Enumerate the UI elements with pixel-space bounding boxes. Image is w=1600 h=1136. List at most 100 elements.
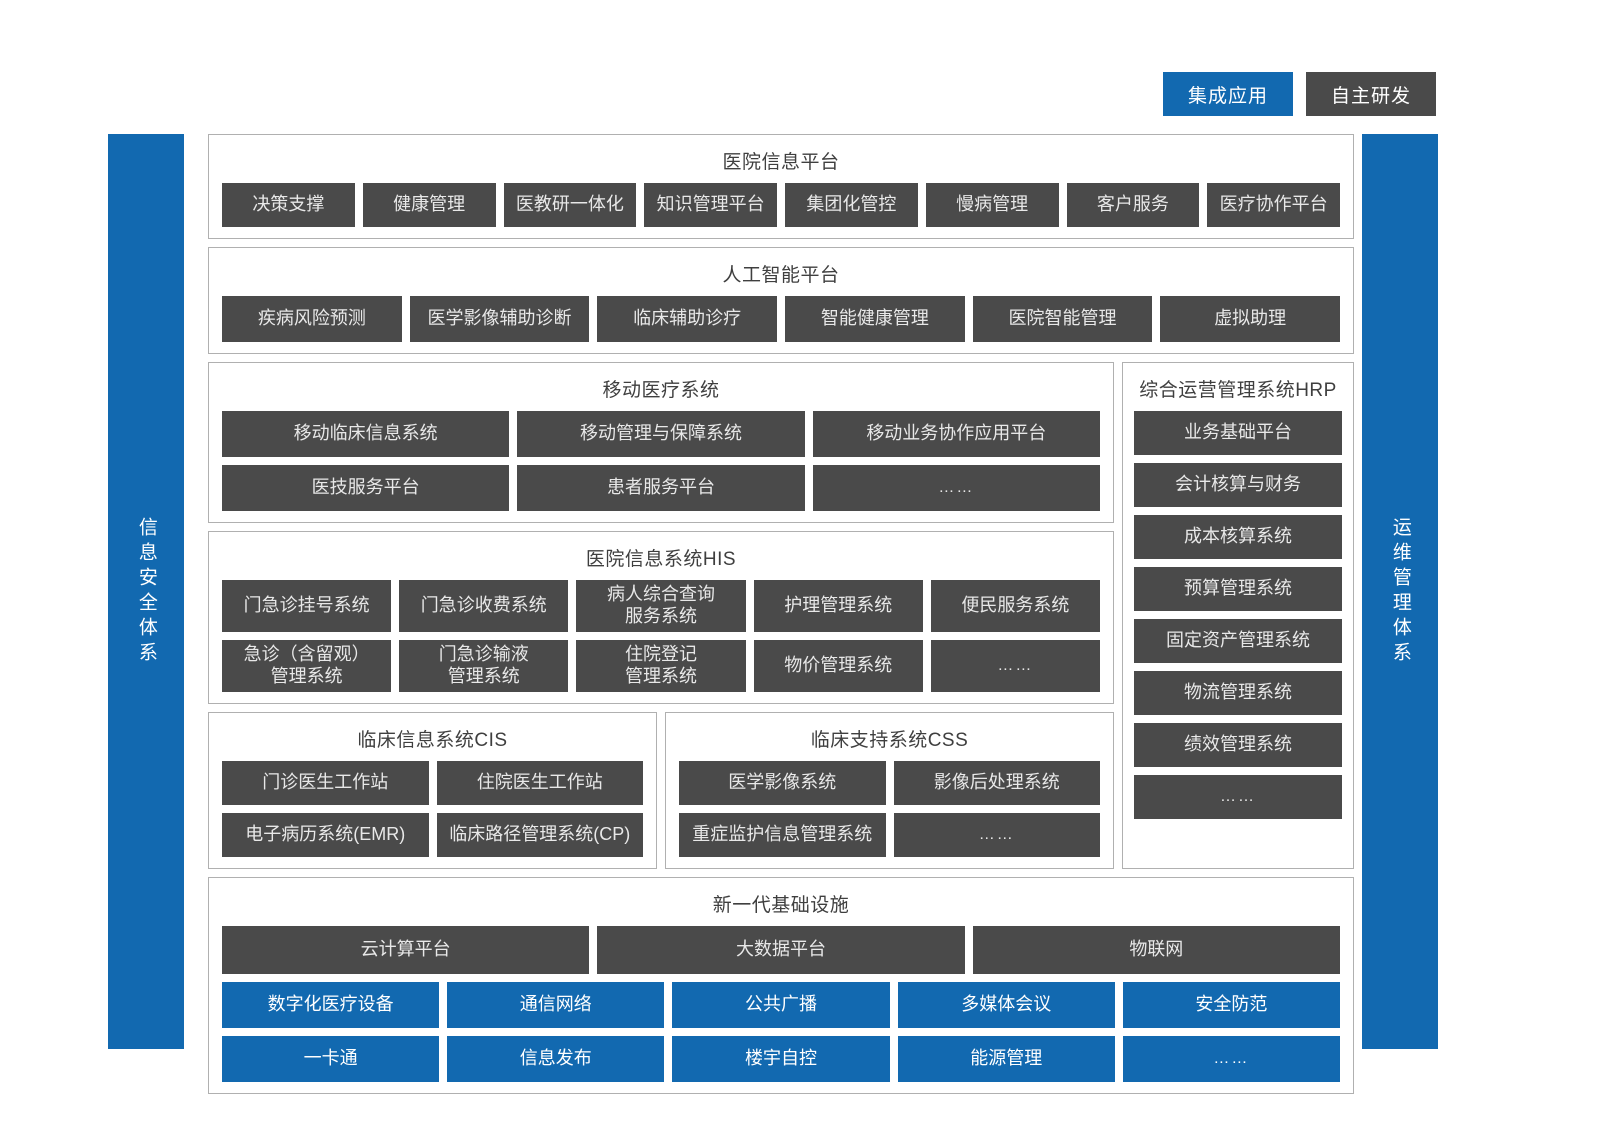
module-box[interactable]: 慢病管理 bbox=[925, 183, 1059, 227]
module-box[interactable]: 医学影像辅助诊断 bbox=[409, 296, 590, 342]
item-row: 疾病风险预测 医学影像辅助诊断 临床辅助诊疗 智能健康管理 医院智能管理 虚拟助… bbox=[222, 296, 1341, 342]
section-mobile-medical: 移动医疗系统 移动临床信息系统 移动管理与保障系统 移动业务协作应用平台 医技服… bbox=[208, 362, 1114, 523]
module-box[interactable]: 疾病风险预测 bbox=[222, 296, 402, 342]
module-box[interactable]: 医教研一体化 bbox=[503, 183, 637, 227]
module-box[interactable]: 固定资产管理系统 bbox=[1134, 619, 1342, 663]
module-box[interactable]: 住院登记 管理系统 bbox=[576, 640, 746, 692]
item-row: 急诊（含留观） 管理系统 门急诊输液 管理系统 住院登记 管理系统 物价管理系统… bbox=[222, 640, 1101, 692]
module-box[interactable]: 预算管理系统 bbox=[1134, 567, 1342, 611]
module-box[interactable]: 公共广播 bbox=[672, 982, 890, 1028]
module-box-ellipsis[interactable]: …… bbox=[1134, 775, 1342, 819]
section-title: 医院信息平台 bbox=[722, 152, 840, 173]
module-box[interactable]: 影像后处理系统 bbox=[893, 761, 1100, 805]
module-box[interactable]: 大数据平台 bbox=[597, 926, 965, 974]
module-box[interactable]: 移动管理与保障系统 bbox=[517, 411, 805, 457]
middle-left-column: 移动医疗系统 移动临床信息系统 移动管理与保障系统 移动业务协作应用平台 医技服… bbox=[208, 362, 1114, 869]
module-box-ellipsis[interactable]: …… bbox=[893, 813, 1100, 857]
module-box[interactable]: 物流管理系统 bbox=[1134, 671, 1342, 715]
item-row: 移动临床信息系统 移动管理与保障系统 移动业务协作应用平台 bbox=[222, 411, 1100, 457]
rail-operation-maintenance-system: 运维管理体系 bbox=[1362, 134, 1438, 1049]
legend-item-integrated-application: 集成应用 bbox=[1163, 72, 1293, 116]
module-box[interactable]: 一卡通 bbox=[222, 1036, 440, 1082]
main-column: 医院信息平台 决策支撑 健康管理 医教研一体化 知识管理平台 集团化管控 慢病管… bbox=[208, 134, 1354, 1094]
section-ai-platform: 人工智能平台 疾病风险预测 医学影像辅助诊断 临床辅助诊疗 智能健康管理 医院智… bbox=[208, 247, 1354, 354]
module-box[interactable]: 物联网 bbox=[972, 926, 1340, 974]
module-box[interactable]: 临床辅助诊疗 bbox=[597, 296, 778, 342]
module-box[interactable]: 楼宇自控 bbox=[672, 1036, 890, 1082]
section-title: 医院信息系统HIS bbox=[585, 549, 737, 570]
module-box[interactable]: 移动临床信息系统 bbox=[222, 411, 510, 457]
module-box[interactable]: 急诊（含留观） 管理系统 bbox=[222, 640, 392, 692]
module-box[interactable]: 医疗协作平台 bbox=[1207, 183, 1340, 227]
hrp-item-list: 业务基础平台 会计核算与财务 成本核算系统 预算管理系统 固定资产管理系统 物流… bbox=[1134, 411, 1342, 857]
module-box[interactable]: 医学影像系统 bbox=[679, 761, 886, 805]
module-box[interactable]: 重症监护信息管理系统 bbox=[679, 813, 886, 857]
section-title: 临床信息系统CIS bbox=[357, 730, 508, 751]
module-box[interactable]: 门急诊收费系统 bbox=[399, 580, 569, 632]
legend-label: 自主研发 bbox=[1330, 85, 1411, 107]
module-box[interactable]: 知识管理平台 bbox=[644, 183, 777, 227]
module-box[interactable]: 多媒体会议 bbox=[897, 982, 1115, 1028]
module-box[interactable]: 医技服务平台 bbox=[222, 465, 510, 511]
module-box[interactable]: 临床路径管理系统(CP) bbox=[436, 813, 643, 857]
section-hospital-info-platform: 医院信息平台 决策支撑 健康管理 医教研一体化 知识管理平台 集团化管控 慢病管… bbox=[208, 134, 1354, 239]
module-box[interactable]: 虚拟助理 bbox=[1160, 296, 1341, 342]
module-box-ellipsis[interactable]: …… bbox=[930, 640, 1101, 692]
cis-css-row: 临床信息系统CIS 门诊医生工作站 住院医生工作站 电子病历系统(EMR) 临床… bbox=[208, 712, 1114, 869]
module-box[interactable]: 便民服务系统 bbox=[930, 580, 1101, 632]
module-box[interactable]: 病人综合查询 服务系统 bbox=[576, 580, 746, 632]
item-row: 重症监护信息管理系统 …… bbox=[679, 813, 1100, 857]
item-row: 电子病历系统(EMR) 临床路径管理系统(CP) bbox=[222, 813, 643, 857]
module-box[interactable]: 移动业务协作应用平台 bbox=[812, 411, 1100, 457]
section-his: 医院信息系统HIS 门急诊挂号系统 门急诊收费系统 病人综合查询 服务系统 护理… bbox=[208, 531, 1114, 704]
section-title: 人工智能平台 bbox=[722, 265, 840, 286]
module-box[interactable]: 会计核算与财务 bbox=[1134, 463, 1342, 507]
item-row: 医技服务平台 患者服务平台 …… bbox=[222, 465, 1100, 511]
module-box[interactable]: 能源管理 bbox=[897, 1036, 1115, 1082]
item-row: 云计算平台 大数据平台 物联网 bbox=[222, 926, 1340, 974]
section-cis: 临床信息系统CIS 门诊医生工作站 住院医生工作站 电子病历系统(EMR) 临床… bbox=[208, 712, 657, 869]
module-box[interactable]: 患者服务平台 bbox=[517, 465, 805, 511]
module-box[interactable]: 云计算平台 bbox=[222, 926, 590, 974]
section-css: 临床支持系统CSS 医学影像系统 影像后处理系统 重症监护信息管理系统 …… bbox=[665, 712, 1114, 869]
section-hrp: 综合运营管理系统HRP 业务基础平台 会计核算与财务 成本核算系统 预算管理系统… bbox=[1122, 362, 1354, 869]
section-hrp-wrapper: 综合运营管理系统HRP 业务基础平台 会计核算与财务 成本核算系统 预算管理系统… bbox=[1122, 362, 1354, 869]
rail-information-security-system: 信息安全体系 bbox=[108, 134, 184, 1049]
item-row: 医学影像系统 影像后处理系统 bbox=[679, 761, 1100, 805]
module-box[interactable]: 住院医生工作站 bbox=[436, 761, 643, 805]
rail-right-label: 运维管理体系 bbox=[1389, 516, 1411, 667]
module-box[interactable]: 门急诊挂号系统 bbox=[222, 580, 392, 632]
module-box[interactable]: 护理管理系统 bbox=[753, 580, 923, 632]
item-row: 门诊医生工作站 住院医生工作站 bbox=[222, 761, 643, 805]
item-row: 决策支撑 健康管理 医教研一体化 知识管理平台 集团化管控 慢病管理 客户服务 … bbox=[222, 183, 1340, 227]
module-box[interactable]: 集团化管控 bbox=[785, 183, 918, 227]
module-box[interactable]: 绩效管理系统 bbox=[1134, 723, 1342, 767]
section-title: 移动医疗系统 bbox=[602, 380, 720, 401]
module-box[interactable]: 安全防范 bbox=[1122, 982, 1341, 1028]
module-box-ellipsis[interactable]: …… bbox=[812, 465, 1100, 511]
module-box[interactable]: 健康管理 bbox=[362, 183, 496, 227]
section-title: 新一代基础设施 bbox=[712, 895, 850, 916]
section-title: 临床支持系统CSS bbox=[810, 730, 969, 751]
module-box[interactable]: 医院智能管理 bbox=[972, 296, 1153, 342]
module-box[interactable]: 业务基础平台 bbox=[1134, 411, 1342, 455]
item-row: 门急诊挂号系统 门急诊收费系统 病人综合查询 服务系统 护理管理系统 便民服务系… bbox=[222, 580, 1101, 632]
legend-label: 集成应用 bbox=[1187, 85, 1268, 107]
module-box[interactable]: 信息发布 bbox=[447, 1036, 665, 1082]
module-box[interactable]: 成本核算系统 bbox=[1134, 515, 1342, 559]
rail-left-label: 信息安全体系 bbox=[135, 516, 157, 667]
module-box[interactable]: 门诊医生工作站 bbox=[222, 761, 429, 805]
module-box[interactable]: 电子病历系统(EMR) bbox=[222, 813, 429, 857]
module-box[interactable]: 数字化医疗设备 bbox=[222, 982, 440, 1028]
module-box[interactable]: 门急诊输液 管理系统 bbox=[399, 640, 569, 692]
module-box[interactable]: 决策支撑 bbox=[222, 183, 355, 227]
module-box[interactable]: 物价管理系统 bbox=[753, 640, 923, 692]
middle-block: 移动医疗系统 移动临床信息系统 移动管理与保障系统 移动业务协作应用平台 医技服… bbox=[208, 362, 1354, 869]
module-box[interactable]: 智能健康管理 bbox=[785, 296, 965, 342]
module-box[interactable]: 客户服务 bbox=[1066, 183, 1200, 227]
module-box-ellipsis[interactable]: …… bbox=[1122, 1036, 1341, 1082]
module-box[interactable]: 通信网络 bbox=[447, 982, 665, 1028]
item-row: 数字化医疗设备 通信网络 公共广播 多媒体会议 安全防范 bbox=[222, 982, 1341, 1028]
section-title: 综合运营管理系统HRP bbox=[1139, 380, 1337, 401]
